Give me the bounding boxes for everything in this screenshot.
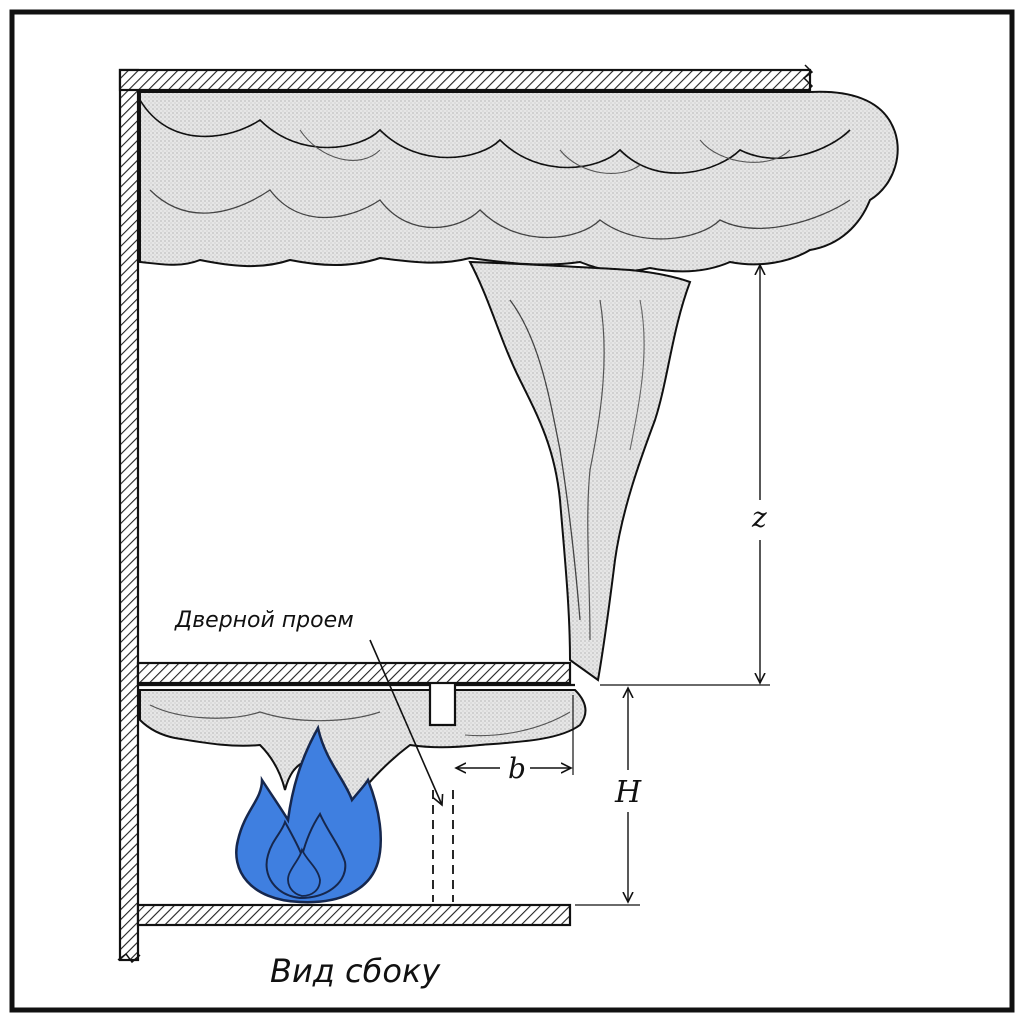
smoke-plume — [468, 260, 692, 682]
doorway-leader-arrow — [369, 639, 442, 805]
dimension-H — [575, 688, 640, 906]
building-structure — [117, 64, 814, 964]
side-view-caption: Вид сбоку — [270, 952, 441, 990]
dimension-z-label: z — [751, 501, 767, 534]
doorway-label: Дверной проем — [174, 608, 354, 633]
upper-smoke-layer — [139, 90, 899, 273]
dimension-b-label: b — [508, 752, 526, 785]
flame-icon — [235, 724, 383, 904]
doorway-outline — [432, 790, 454, 902]
dimension-H-label: H — [614, 775, 642, 810]
dimension-b — [456, 695, 574, 775]
dimension-z — [600, 265, 770, 686]
